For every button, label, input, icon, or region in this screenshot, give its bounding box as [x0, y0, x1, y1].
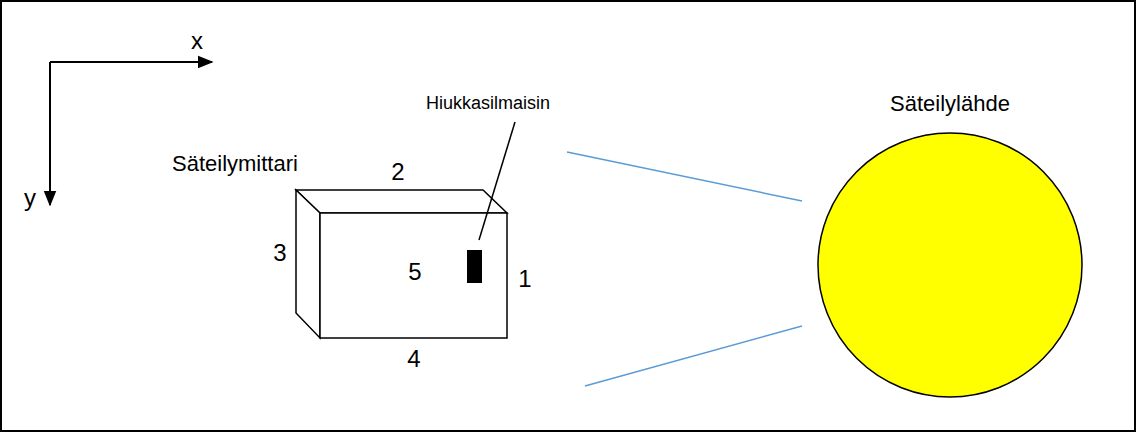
- leader-line: [479, 122, 515, 240]
- source-disc: [818, 133, 1082, 397]
- callout-number: 2: [391, 159, 404, 185]
- node-heading: Säteilymittari: [172, 152, 298, 176]
- y-axis: [49, 62, 51, 205]
- beam-line: [567, 152, 802, 201]
- callout-number: 4: [407, 346, 420, 372]
- callout-number: 3: [273, 240, 286, 266]
- axis-label: x: [191, 28, 203, 54]
- node-heading: Säteilylähde: [890, 92, 1010, 116]
- source-circle: Säteilylähde: [817, 132, 1083, 398]
- particle-detector: [467, 250, 482, 283]
- part-name: Hiukkasilmaisin: [426, 94, 550, 114]
- circle-outline: [817, 132, 1083, 398]
- x-axis: [50, 61, 212, 63]
- axis-label: y: [24, 185, 36, 211]
- meter-node: Säteilymittari: [296, 190, 507, 338]
- meter-box: [296, 190, 507, 338]
- meter-top-face: [296, 190, 507, 213]
- beam-line: [585, 326, 802, 386]
- callout-number: 1: [518, 266, 531, 292]
- meter-front-face: [320, 213, 507, 338]
- meter-side-face: [296, 190, 320, 338]
- callout-number: 5: [408, 259, 421, 285]
